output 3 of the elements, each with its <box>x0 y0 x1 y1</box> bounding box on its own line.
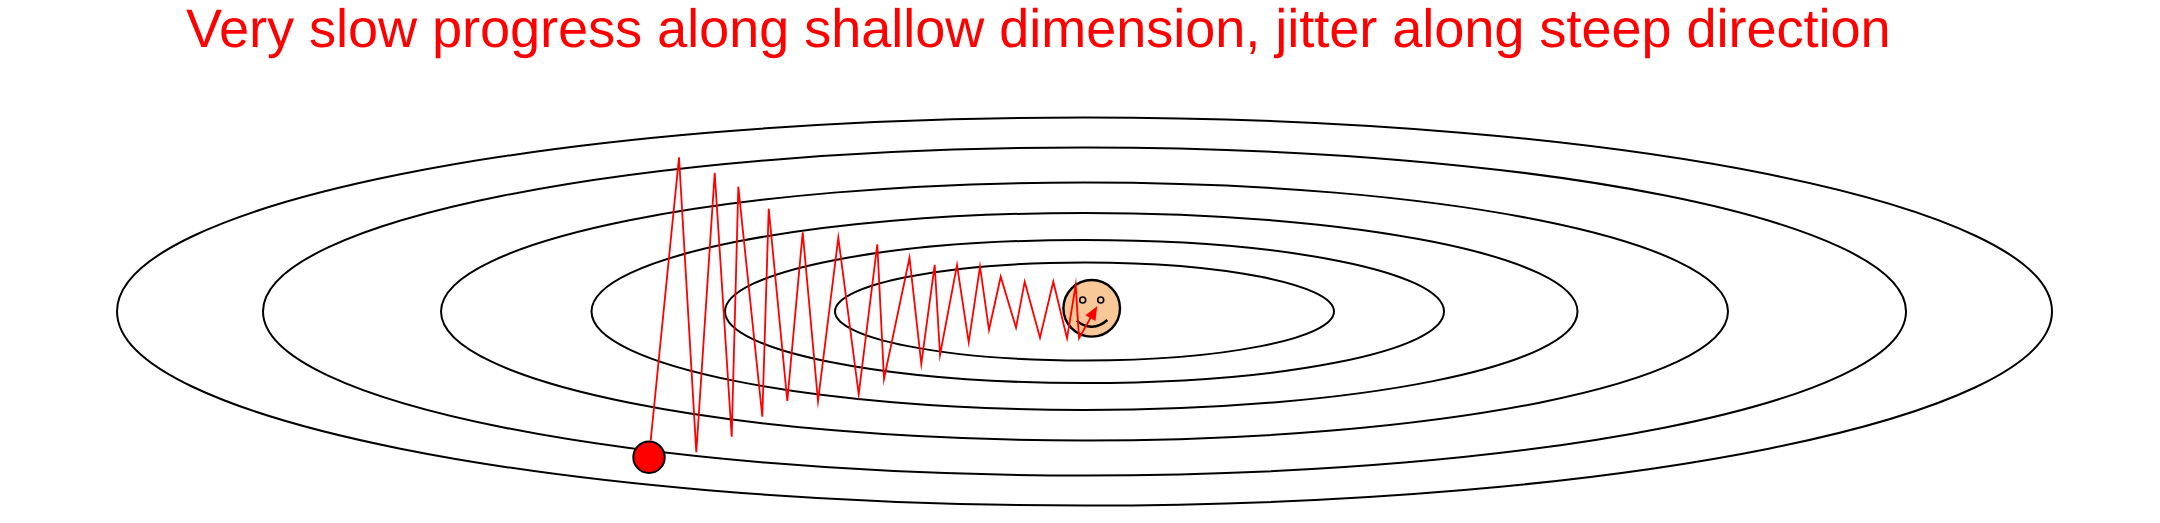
title: Very slow progress along shallow dimension, jitter along steep direction <box>186 7 1888 59</box>
dot <box>632 440 666 474</box>
smiley-face <box>1062 278 1122 338</box>
